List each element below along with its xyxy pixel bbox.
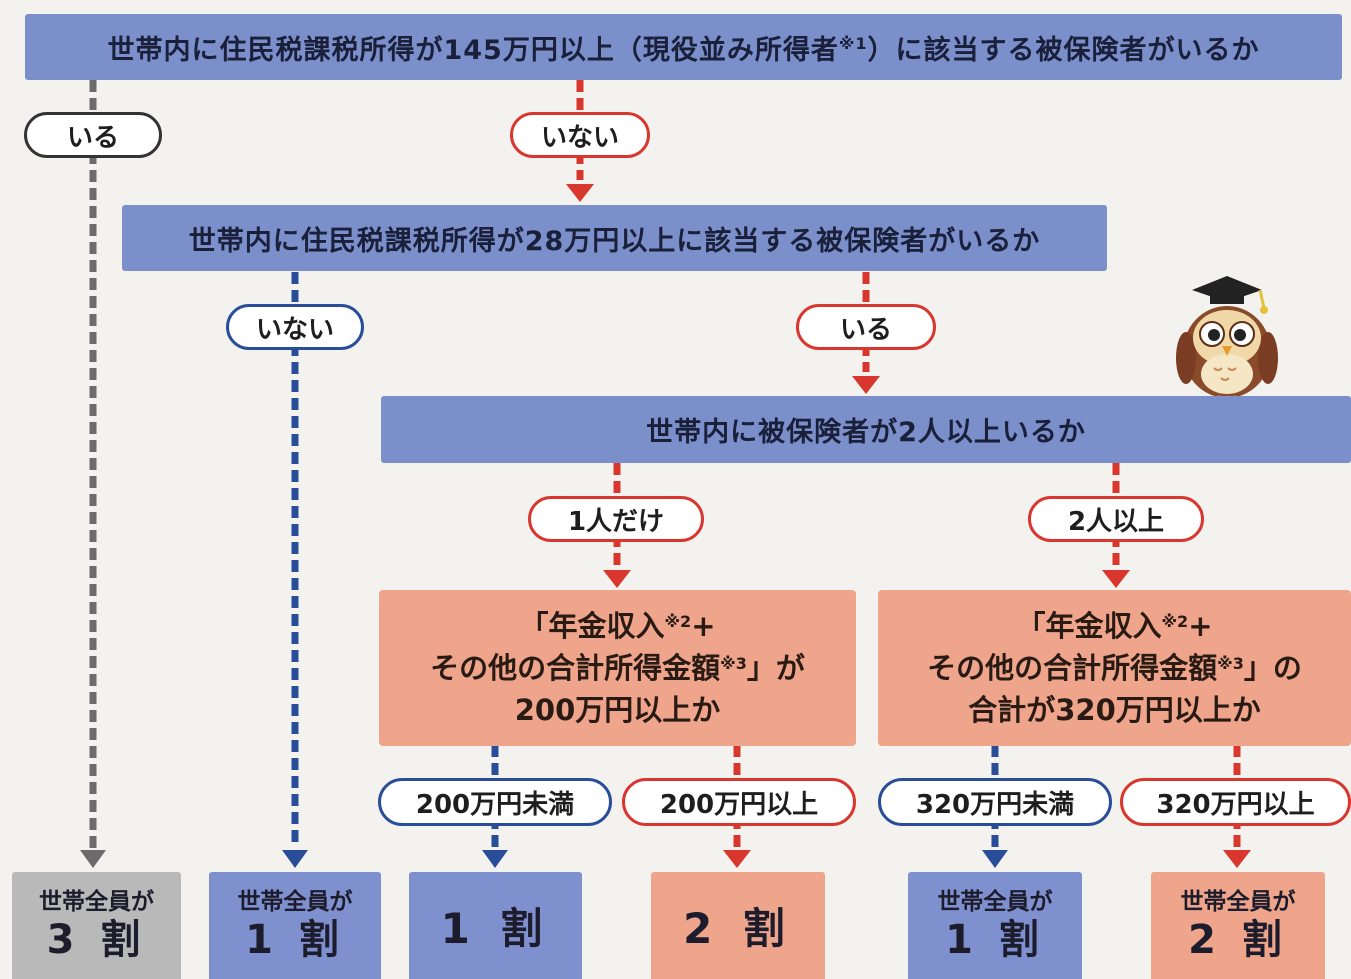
result-sub: 世帯全員が bbox=[39, 888, 154, 915]
arrowhead-p2-more bbox=[1223, 850, 1251, 868]
arrowhead-q2-yes bbox=[852, 376, 880, 394]
result-main: 1 割 bbox=[440, 904, 551, 953]
arrowhead-q1-no bbox=[566, 184, 594, 202]
p2-line1: 「年金収入※2+ bbox=[1016, 609, 1213, 643]
result-household-2: 世帯全員が 2 割 bbox=[1151, 872, 1325, 979]
answer-q2-yes: いる bbox=[796, 304, 936, 350]
pension-check-200: 「年金収入※2+ その他の合計所得金額※3」が 200万円以上か bbox=[379, 590, 856, 746]
p1-line3: 200万円以上か bbox=[514, 693, 721, 727]
result-main: 1 割 bbox=[245, 916, 345, 963]
answer-200-more: 200万円以上 bbox=[622, 778, 856, 826]
q1-text: 世帯内に住民税課税所得が145万円以上（現役並み所得者 bbox=[107, 34, 839, 66]
p2-line2: その他の合計所得金額※3」の bbox=[927, 651, 1302, 685]
result-household-1: 世帯全員が 1 割 bbox=[209, 872, 381, 979]
answer-q3-two: 2人以上 bbox=[1028, 496, 1204, 542]
result-household-3: 世帯全員が 3 割 bbox=[12, 872, 181, 979]
result-main: 2 割 bbox=[1188, 916, 1288, 963]
p2-note2: ※3 bbox=[1217, 654, 1244, 673]
q2-text: 世帯内に住民税課税所得が28万円以上に該当する被保険者がいるか bbox=[188, 225, 1041, 257]
answer-q1-yes: いる bbox=[24, 112, 162, 158]
arrowhead-p1-more bbox=[723, 850, 751, 868]
p1-line1: 「年金収入※2+ bbox=[519, 609, 716, 643]
answer-320-less: 320万円未満 bbox=[878, 778, 1112, 826]
owl-graduate-icon bbox=[1176, 276, 1278, 404]
arrowhead-gray bbox=[80, 850, 106, 868]
answer-200-less: 200万円未満 bbox=[378, 778, 612, 826]
result-sub: 世帯全員が bbox=[237, 888, 353, 915]
result-sub: 世帯全員が bbox=[1180, 888, 1296, 915]
result-household-1-b: 世帯全員が 1 割 bbox=[908, 872, 1082, 979]
q3-text: 世帯内に被保険者が2人以上いるか bbox=[646, 417, 1086, 448]
result-main: 3 割 bbox=[46, 916, 147, 963]
q1-tail: ）に該当する被保険者がいるか bbox=[867, 34, 1260, 66]
result-main: 1 割 bbox=[945, 916, 1045, 963]
p2-note1: ※2 bbox=[1161, 612, 1189, 631]
pension-check-320: 「年金収入※2+ その他の合計所得金額※3」の 合計が320万円以上か bbox=[878, 590, 1351, 746]
arrowhead-p2-less bbox=[982, 850, 1008, 868]
answer-q1-no: いない bbox=[510, 112, 650, 158]
result-1: 1 割 bbox=[409, 872, 582, 979]
q1-note: ※1 bbox=[838, 33, 868, 53]
result-main: 2 割 bbox=[683, 904, 793, 953]
result-sub: 世帯全員が bbox=[937, 888, 1053, 915]
question-household-members: 世帯内に被保険者が2人以上いるか bbox=[381, 396, 1351, 463]
p2-line3: 合計が320万円以上か bbox=[968, 693, 1261, 727]
arrowhead-blue-1 bbox=[282, 850, 308, 868]
p1-note2: ※3 bbox=[720, 654, 747, 673]
answer-q2-no: いない bbox=[226, 304, 364, 350]
arrowhead-q3-two bbox=[1102, 570, 1130, 588]
result-2: 2 割 bbox=[651, 872, 825, 979]
arrowhead-q3-one bbox=[603, 570, 631, 588]
arrowhead-p1-less bbox=[482, 850, 508, 868]
p1-note1: ※2 bbox=[664, 612, 692, 631]
p1-line2: その他の合計所得金額※3」が bbox=[430, 651, 805, 685]
question-income-28: 世帯内に住民税課税所得が28万円以上に該当する被保険者がいるか bbox=[122, 205, 1107, 271]
answer-320-more: 320万円以上 bbox=[1120, 778, 1351, 826]
question-income-145: 世帯内に住民税課税所得が145万円以上（現役並み所得者※1）に該当する被保険者が… bbox=[25, 14, 1342, 80]
answer-q3-one: 1人だけ bbox=[528, 496, 704, 542]
